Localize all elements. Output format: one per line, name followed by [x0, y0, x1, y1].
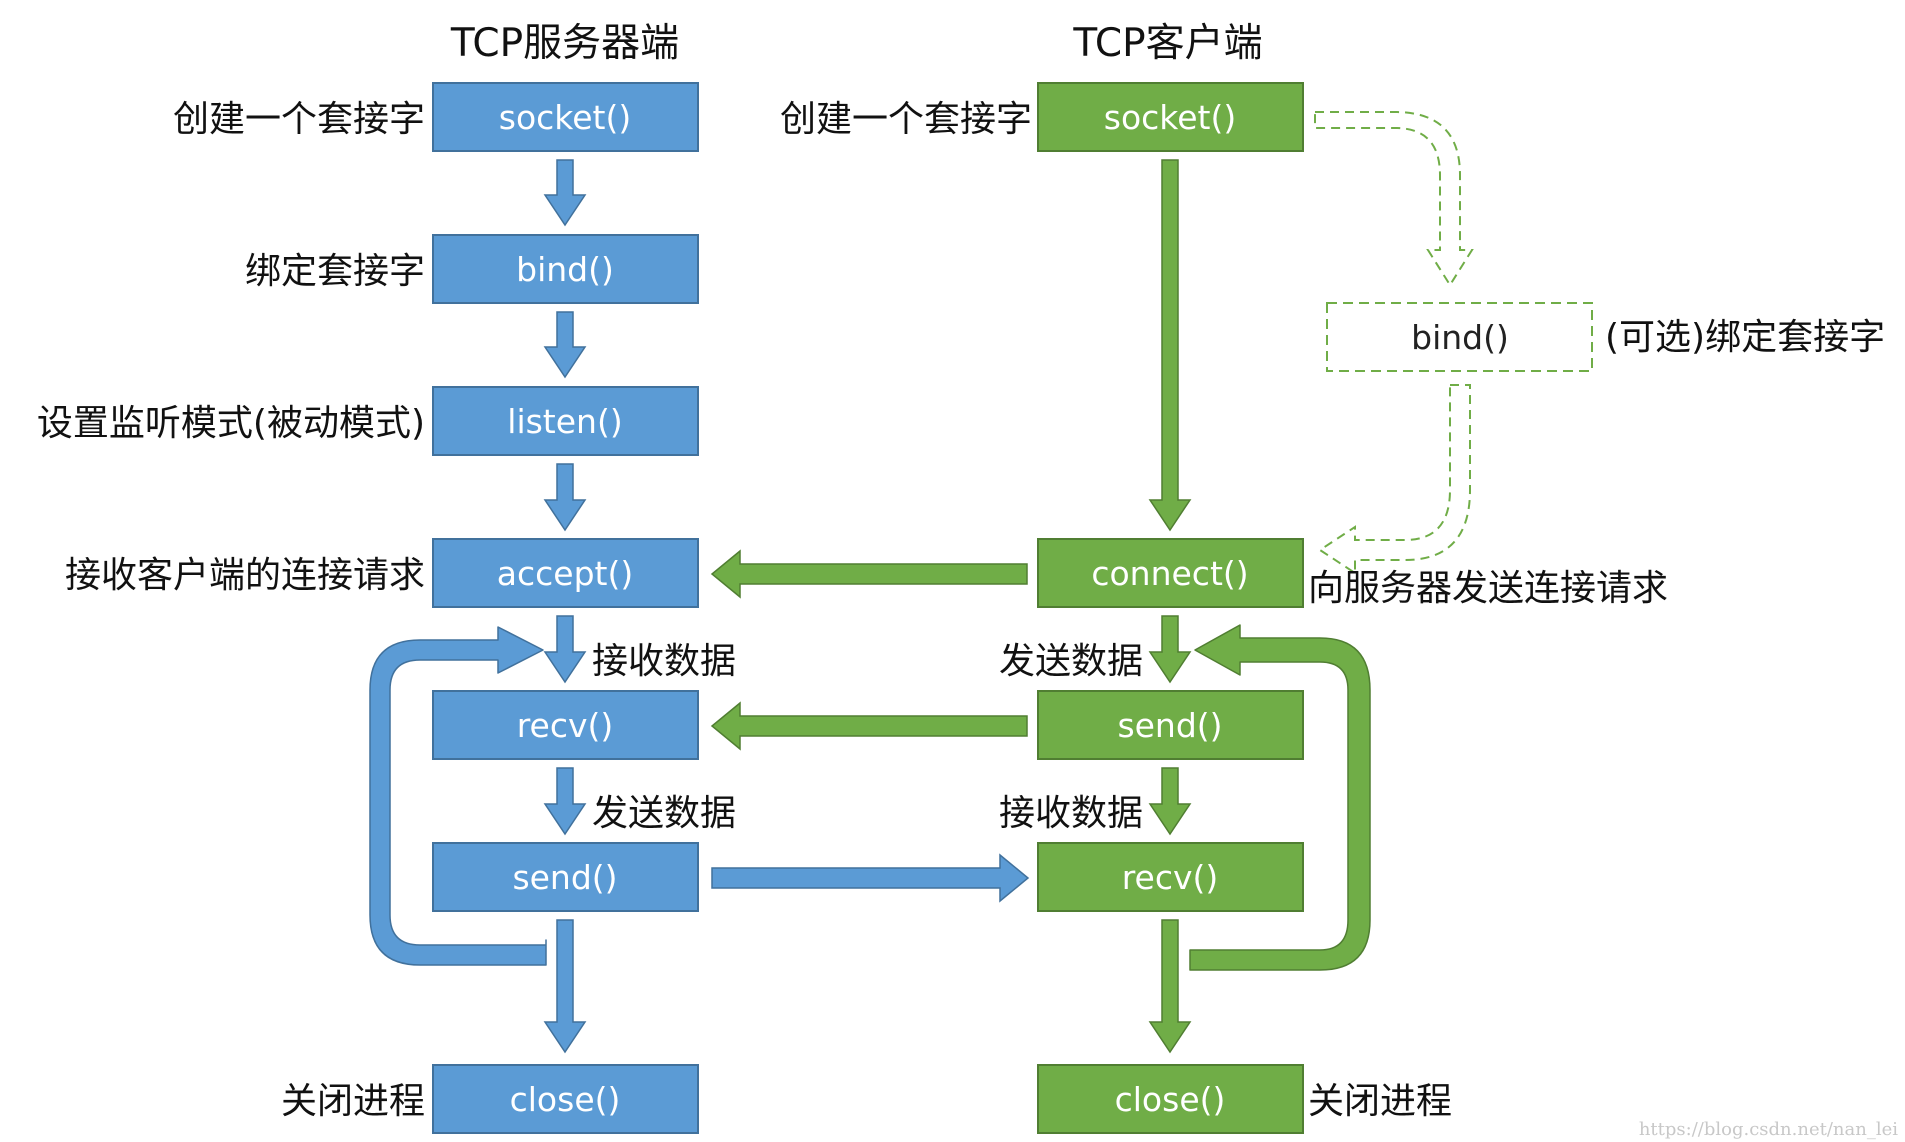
server-arrow-accept-recv — [543, 615, 587, 684]
server-listen-text: listen() — [507, 402, 622, 441]
server-arrow-bind-listen — [543, 311, 587, 379]
server-accept-box: accept() — [432, 538, 699, 608]
server-label-create-socket: 创建一个套接字 — [173, 99, 425, 140]
server-bind-text: bind() — [516, 250, 614, 289]
server-label-send-data: 发送数据 — [592, 793, 736, 834]
client-send-text: send() — [1117, 706, 1222, 745]
server-arrow-send-close — [543, 919, 587, 1054]
server-socket-box: socket() — [432, 82, 699, 152]
server-listen-box: listen() — [432, 386, 699, 456]
server-arrow-recv-send — [543, 767, 587, 836]
server-label-bind-socket: 绑定套接字 — [245, 251, 425, 292]
client-label-close-process: 关闭进程 — [1308, 1081, 1452, 1122]
client-label-create-socket: 创建一个套接字 — [780, 99, 1032, 140]
server-loop-arrow — [369, 626, 547, 966]
server-send-text: send() — [512, 858, 617, 897]
server-close-box: close() — [432, 1064, 699, 1134]
server-flow-arrows — [543, 159, 587, 1054]
client-optional-bind-text: bind() — [1411, 318, 1509, 357]
server-send-box: send() — [432, 842, 699, 912]
arrow-send-to-client-recv — [711, 853, 1030, 903]
watermark-url: https://blog.csdn.net/nan_lei — [1639, 1119, 1898, 1140]
client-optional-bind-box: bind() — [1326, 302, 1593, 372]
client-recv-box: recv() — [1037, 842, 1304, 912]
server-arrow-listen-accept — [543, 463, 587, 532]
optional-path-bind-to-connect — [1318, 384, 1471, 575]
server-arrow-socket-bind — [543, 159, 587, 227]
client-connect-text: connect() — [1091, 554, 1248, 593]
client-arrow-recv-close — [1148, 919, 1192, 1054]
client-label-send-data: 发送数据 — [999, 641, 1143, 682]
client-label-optional-bind: (可选)绑定套接字 — [1605, 317, 1885, 358]
server-close-text: close() — [510, 1080, 621, 1119]
arrow-connect-to-accept — [710, 549, 1028, 599]
client-socket-box: socket() — [1037, 82, 1304, 152]
client-recv-text: recv() — [1122, 858, 1219, 897]
server-title: TCP服务器端 — [450, 21, 679, 66]
client-arrow-send-recv — [1148, 767, 1192, 836]
optional-path-socket-to-bind — [1314, 111, 1474, 287]
server-bind-box: bind() — [432, 234, 699, 304]
server-label-receive-data: 接收数据 — [592, 641, 736, 682]
client-title: TCP客户端 — [1072, 21, 1262, 66]
server-recv-text: recv() — [517, 706, 614, 745]
client-label-receive-data: 接收数据 — [999, 793, 1143, 834]
server-label-accept-request: 接收客户端的连接请求 — [65, 555, 425, 596]
server-recv-box: recv() — [432, 690, 699, 760]
client-arrow-socket-connect — [1148, 159, 1192, 532]
server-accept-text: accept() — [497, 554, 633, 593]
server-label-listen-mode: 设置监听模式(被动模式) — [37, 403, 425, 444]
client-close-text: close() — [1115, 1080, 1226, 1119]
server-socket-text: socket() — [499, 98, 631, 137]
client-close-box: close() — [1037, 1064, 1304, 1134]
client-loop-arrow — [1189, 624, 1371, 971]
server-label-close-process: 关闭进程 — [281, 1081, 425, 1122]
client-flow-arrows — [1148, 159, 1192, 1054]
arrow-send-to-recv — [710, 701, 1028, 751]
client-label-connect-request: 向服务器发送连接请求 — [1308, 568, 1668, 609]
client-connect-box: connect() — [1037, 538, 1304, 608]
client-send-box: send() — [1037, 690, 1304, 760]
client-arrow-connect-send — [1148, 615, 1192, 684]
client-socket-text: socket() — [1104, 98, 1236, 137]
